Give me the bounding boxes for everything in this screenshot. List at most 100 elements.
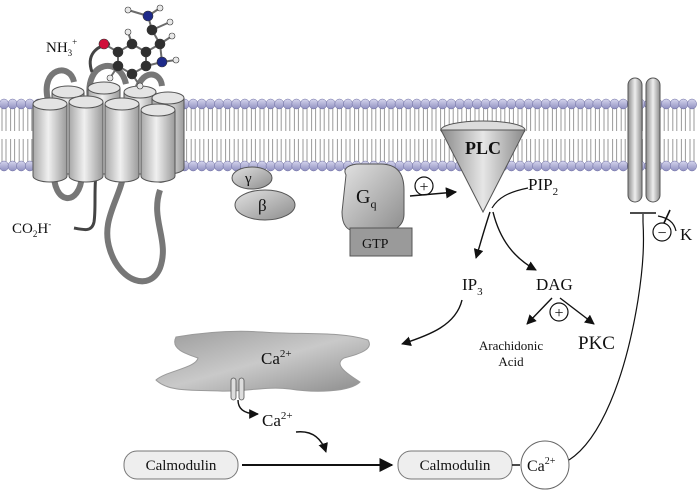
arachidonic-label-line1: Arachidonic [479, 338, 543, 353]
gq-subunit [341, 163, 405, 233]
lipid-head [687, 160, 697, 172]
lipid-head [282, 160, 293, 172]
inhibit-sign-circle [652, 222, 672, 242]
er-calcium-store: Ca2+ [155, 330, 370, 401]
lipid-head [618, 160, 629, 172]
ligand-atom [166, 18, 174, 26]
helix-top [51, 85, 85, 99]
lipid-head [196, 160, 207, 172]
c-terminus-label: CO2H- [12, 219, 51, 239]
lipid-head [300, 98, 310, 110]
gq-to-plc-arrow [409, 187, 458, 199]
dag-to-pkc-arrow [559, 297, 595, 325]
lipid-head [377, 98, 388, 110]
lipid-head [300, 160, 310, 172]
lipid-head [343, 98, 353, 110]
lipid-head [506, 98, 517, 110]
ligand-atom [112, 60, 124, 72]
lipid-head [678, 98, 689, 110]
pip2-to-ip3-arrow [473, 211, 491, 259]
lipid-head [601, 98, 611, 110]
lipid-head [282, 98, 293, 110]
potassium-channel [627, 77, 661, 203]
helix-body [68, 102, 104, 183]
ligand-atom [154, 38, 166, 50]
lipid-head [420, 160, 431, 172]
g-protein-beta-gamma: γ β [231, 166, 296, 221]
lipid-head [265, 98, 276, 110]
gpcr-receptor [32, 42, 185, 285]
bound-ca-label: Ca2+ [527, 456, 556, 475]
beta-subunit [234, 189, 296, 221]
helix-body [104, 104, 140, 183]
lipid-head [566, 98, 577, 110]
ligand-atom [146, 24, 158, 36]
ca-to-calmodulin-arrow [295, 431, 328, 453]
lipid-head [403, 98, 414, 110]
lipid-head [472, 98, 482, 110]
lipid-head [7, 160, 18, 172]
lipid-head [523, 160, 534, 172]
lipid-head [205, 98, 216, 110]
lipid-head [325, 98, 336, 110]
ligand-atom [106, 74, 114, 82]
lipid-head [592, 160, 603, 172]
ligand-atom [98, 38, 110, 50]
helix-top [32, 97, 68, 111]
lipid-head [583, 160, 594, 172]
lipid-head [257, 98, 267, 110]
ligand-atom [142, 10, 154, 22]
k-ion-label: K [680, 225, 693, 244]
lipid-head [368, 98, 379, 110]
ca-to-channel-line [568, 221, 645, 461]
lipid-head [661, 98, 672, 110]
lipid-head [274, 98, 285, 110]
lipid-head [0, 160, 9, 172]
lipid-head [222, 160, 233, 172]
receptor-loop [43, 67, 77, 101]
lipid-head [334, 98, 345, 110]
pip2-label: PIP2 [528, 175, 558, 198]
dag-sign: + [554, 305, 563, 322]
lipid-head [609, 98, 620, 110]
lipid-head [540, 160, 551, 172]
k-inhibition-bar [663, 209, 671, 224]
helix-top [140, 103, 176, 117]
lipid-head [317, 98, 328, 110]
helix-body [140, 110, 176, 183]
lipid-head [429, 160, 439, 172]
pip2-link [491, 187, 529, 209]
plc-enzyme: PLC [440, 120, 526, 214]
calmodulin-free [123, 450, 239, 480]
ligand-atom [124, 28, 132, 36]
ligand-atom [136, 82, 144, 90]
ligand-atom [156, 4, 164, 12]
lipid-head [394, 98, 405, 110]
lipid-head [497, 98, 508, 110]
dag-to-arachidonic-arrow [526, 297, 553, 325]
lipid-head [601, 160, 611, 172]
lipid-head [16, 160, 27, 172]
gtp-label: GTP [362, 237, 389, 252]
lipid-head [274, 160, 285, 172]
lipid-head [515, 98, 525, 110]
lipid-head [239, 98, 250, 110]
lipid-head [16, 98, 27, 110]
lipid-head [669, 160, 680, 172]
lipid-head [437, 98, 448, 110]
lipid-head [291, 160, 302, 172]
gamma-subunit [231, 166, 273, 190]
g-alpha-q: Gq GTP [341, 163, 413, 257]
lipid-head [558, 98, 568, 110]
lipid-head [325, 160, 336, 172]
lipid-head [480, 98, 491, 110]
lipid-head [386, 98, 396, 110]
lipid-head [308, 98, 319, 110]
lipid-head [592, 98, 603, 110]
ip3-to-er-arrow [401, 299, 463, 346]
lipid-head [523, 98, 534, 110]
ligand-atom [156, 56, 168, 68]
ligand-molecule [98, 4, 180, 90]
helix-top [104, 97, 140, 111]
lipid-head [291, 98, 302, 110]
